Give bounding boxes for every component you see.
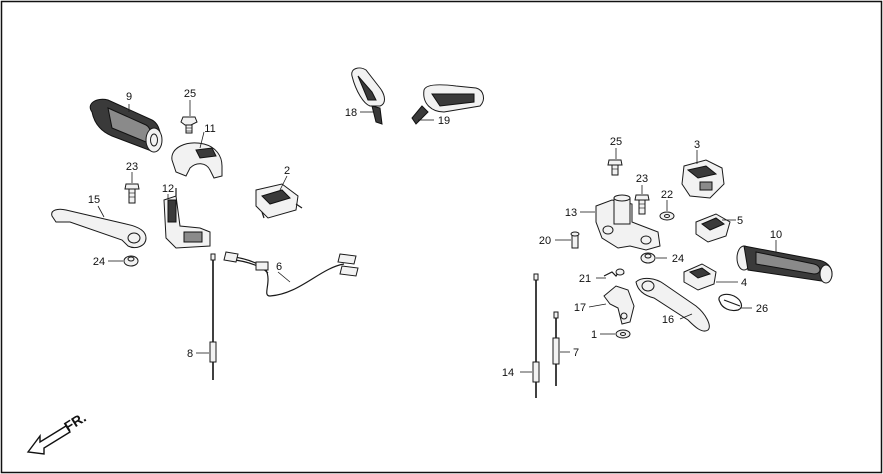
part-clip-26 [718,293,743,312]
callout-13: 13 [565,207,577,219]
callout-23-left: 23 [126,161,138,173]
part-cable-14 [532,273,540,398]
callout-2: 2 [284,165,290,177]
part-throttle-housing [681,159,725,199]
part-pin-20 [570,231,580,249]
callout-7: 7 [573,347,579,359]
front-direction-arrow [26,425,71,455]
callout-6: 6 [276,261,282,273]
part-cable-7 [552,311,560,386]
part-left-lever [51,208,147,249]
part-master-bracket [595,194,661,251]
callout-24-left: 24 [93,256,105,268]
callout-1: 1 [591,329,597,341]
part-connector-block [255,183,303,219]
callout-21: 21 [579,273,591,285]
callout-22: 22 [661,189,673,201]
part-spring-21 [603,268,625,277]
callout-9: 9 [126,91,132,103]
callout-5: 5 [737,215,743,227]
part-left-switch-housing [163,188,211,249]
callout-8: 8 [187,348,193,360]
part-wire-harness [223,251,359,297]
part-nut-24-left [123,255,139,267]
callout-25-right: 25 [610,136,622,148]
callout-10: 10 [770,229,782,241]
callout-17: 17 [574,302,586,314]
part-bolt-23-left [124,183,140,204]
part-bolt-25-right [607,159,623,176]
part-mirror-right [411,84,484,125]
part-switch-5 [695,213,731,243]
callout-23-right: 23 [636,173,648,185]
callout-19: 19 [438,115,450,127]
part-bolt-23-right [634,194,650,215]
callout-12: 12 [162,183,174,195]
part-clamp-holder [171,142,223,179]
part-cable-8 [209,253,217,380]
part-switch-4 [683,263,717,291]
callout-24-right: 24 [672,253,684,265]
callout-14: 14 [502,367,514,379]
callout-18: 18 [345,107,357,119]
callout-4: 4 [741,277,747,289]
part-nut-24-right [640,252,656,264]
callout-15: 15 [88,194,100,206]
part-mirror-left [351,67,385,125]
part-bracket-17 [603,285,635,325]
part-bolt-25-left [180,116,198,134]
part-left-grip [89,98,163,153]
part-right-lever [635,277,710,332]
callout-26: 26 [756,303,768,315]
part-washer-22 [659,211,675,221]
callout-20: 20 [539,235,551,247]
callout-3: 3 [694,139,700,151]
callout-25-left: 25 [184,88,196,100]
part-washer-1 [615,329,631,339]
callout-16: 16 [662,314,674,326]
part-right-grip [736,245,833,284]
callout-11: 11 [204,123,215,135]
